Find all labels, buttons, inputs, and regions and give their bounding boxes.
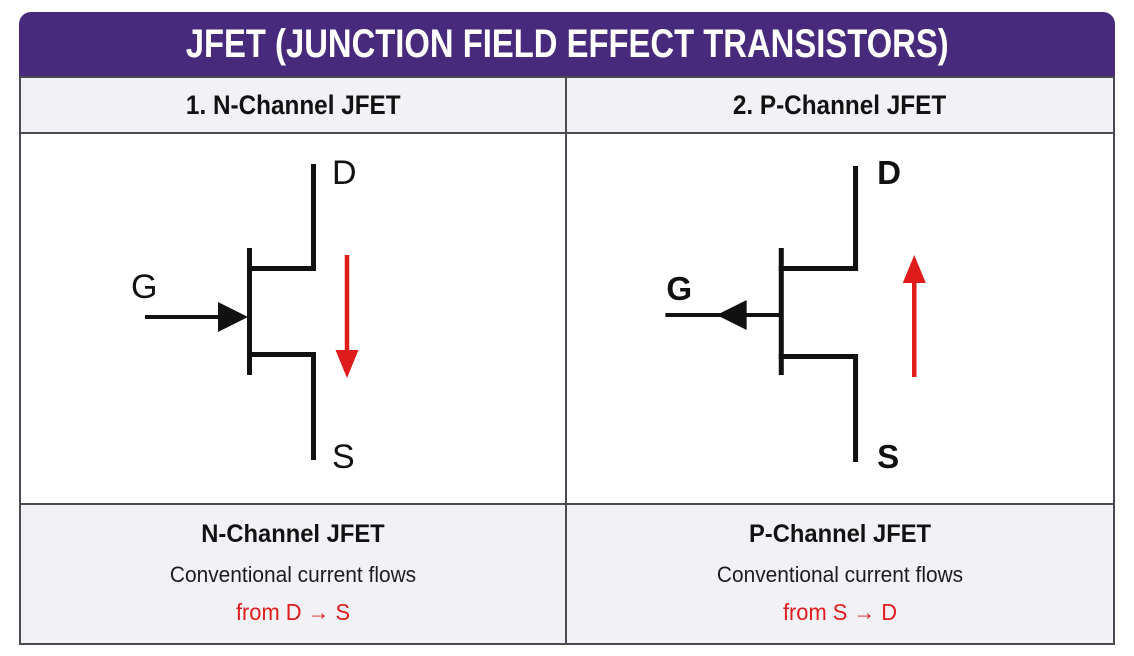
current-arrow-down-icon: [335, 350, 359, 378]
drain-label: D: [877, 155, 901, 192]
column-header-n-channel: 1. N-Channel JFET: [21, 78, 567, 134]
gate-label: G: [131, 268, 157, 306]
jfet-comparison-table: 1. N-Channel JFET 2. P-Channel JFET: [19, 76, 1115, 645]
column-header-label: 1. N-Channel JFET: [185, 89, 401, 120]
drain-label: D: [332, 154, 357, 192]
caption-title: N-Channel JFET: [201, 520, 385, 548]
page-title: JFET (JUNCTION FIELD EFFECT TRANSISTORS): [185, 21, 949, 66]
caption-current-direction: from S → D: [782, 599, 898, 625]
p-channel-diagram-cell: G D S: [567, 134, 1113, 505]
caption-title: P-Channel JFET: [748, 520, 932, 548]
gate-label: G: [666, 271, 692, 308]
column-header-label: 2. P-Channel JFET: [733, 89, 947, 120]
gate-arrow-out-icon: [716, 300, 747, 330]
source-label: S: [332, 438, 355, 476]
title-bar: JFET (JUNCTION FIELD EFFECT TRANSISTORS): [19, 12, 1115, 76]
n-channel-caption-cell: N-Channel JFET Conventional current flow…: [21, 505, 567, 643]
n-channel-jfet-symbol: G D S: [131, 154, 359, 476]
p-channel-jfet-symbol: G D S: [665, 155, 926, 476]
gate-arrow-into-icon: [218, 302, 248, 332]
source-label: S: [877, 439, 899, 476]
n-channel-diagram-cell: G D S: [21, 134, 567, 505]
current-arrow-up-icon: [902, 255, 926, 283]
column-header-p-channel: 2. P-Channel JFET: [567, 78, 1113, 134]
p-channel-caption-cell: P-Channel JFET Conventional current flow…: [567, 505, 1113, 643]
caption-description: Conventional current flows: [169, 562, 417, 587]
caption-description: Conventional current flows: [716, 562, 964, 587]
caption-current-direction: from D → S: [235, 599, 351, 625]
